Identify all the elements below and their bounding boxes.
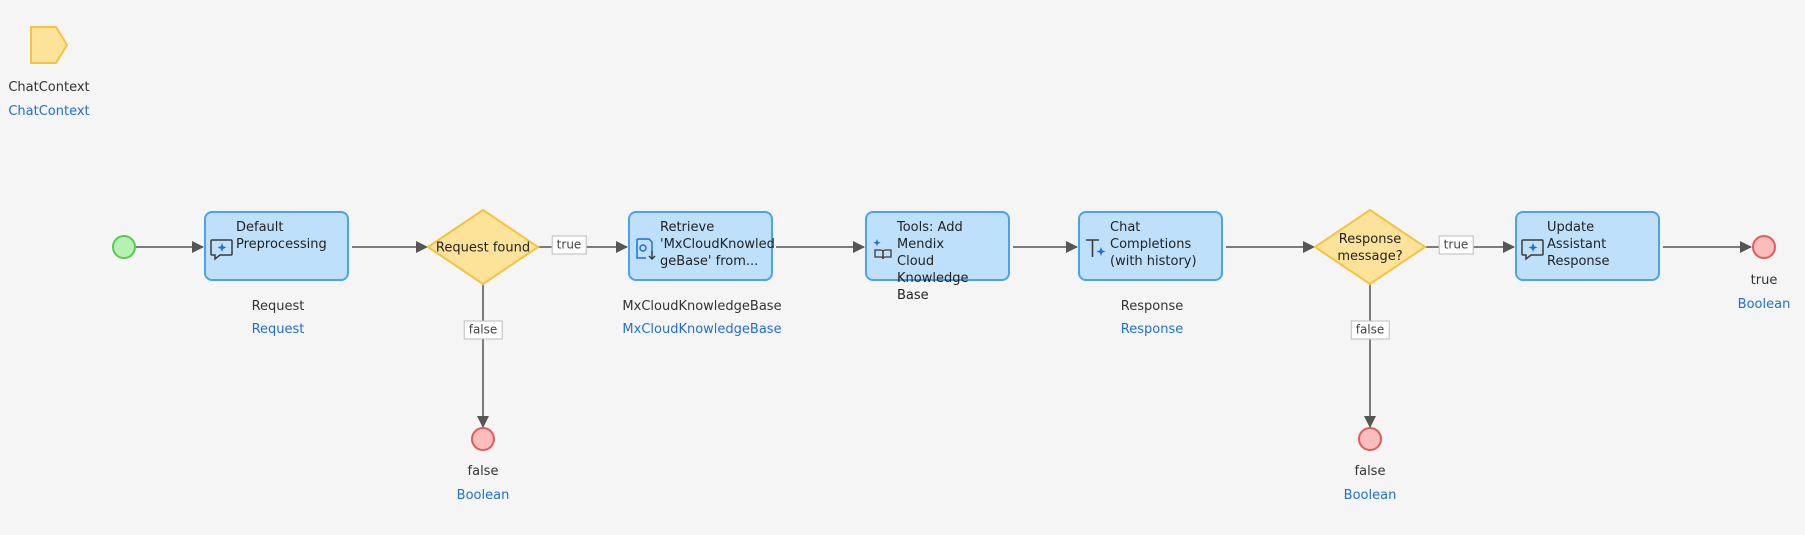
output-name-request: Request [251, 299, 305, 314]
output-type-request[interactable]: Request [251, 322, 305, 337]
flow-label-false-1[interactable]: false [463, 320, 503, 340]
activity-chat-completions[interactable]: Chat Completions (with history) [1078, 211, 1223, 281]
activity-update-assistant-response[interactable]: Update Assistant Response [1515, 211, 1660, 281]
end-true-type[interactable]: Boolean [1737, 297, 1791, 312]
chat-sparkle-icon [210, 239, 233, 261]
end-false-2-value: false [1354, 464, 1386, 479]
end-false-2-type[interactable]: Boolean [1343, 488, 1397, 503]
parameter-icon[interactable] [30, 26, 69, 64]
retrieve-icon [636, 238, 656, 261]
decision-request-found-label: Request found [435, 240, 531, 256]
end-false-1-value: false [467, 464, 499, 479]
activity-label: Retrieve 'MxCloudKnowled geBase' from... [660, 220, 775, 269]
end-true-value: true [1750, 273, 1778, 288]
end-event-true[interactable] [1752, 235, 1776, 259]
activity-tools-add-knowledge-base[interactable]: Tools: Add Mendix Cloud Knowledge Base [865, 211, 1010, 303]
chat-sparkle-icon [1521, 239, 1544, 261]
activity-default-preprocessing[interactable]: Default Preprocessing [204, 211, 349, 281]
decision-response-message[interactable] [1313, 208, 1427, 286]
decision-response-message-label: Response message? [1337, 232, 1403, 264]
decision-request-found[interactable] [426, 208, 540, 286]
activity-retrieve-knowledge-base[interactable]: Retrieve 'MxCloudKnowled geBase' from... [628, 211, 775, 281]
output-name-knowledge-base: MxCloudKnowledgeBase [622, 299, 782, 314]
flow-label-true-2[interactable]: true [1438, 235, 1474, 255]
flow-label-false-2[interactable]: false [1350, 320, 1390, 340]
output-type-knowledge-base[interactable]: MxCloudKnowledgeBase [622, 322, 782, 337]
output-type-response[interactable]: Response [1120, 322, 1184, 337]
output-name-response: Response [1120, 299, 1184, 314]
activity-label: Update Assistant Response [1547, 220, 1610, 269]
activity-label: Tools: Add Mendix Cloud Knowledge Base [897, 220, 969, 303]
end-false-1-type[interactable]: Boolean [456, 488, 510, 503]
flow-label-true-1[interactable]: true [551, 235, 587, 255]
end-event-false-1[interactable] [471, 427, 495, 451]
activity-label: Default Preprocessing [236, 220, 327, 252]
parameter-type[interactable]: ChatContext [8, 104, 90, 119]
end-event-false-2[interactable] [1358, 427, 1382, 451]
parameter-name: ChatContext [8, 80, 90, 95]
book-sparkle-icon [873, 239, 892, 260]
text-sparkle-icon [1086, 239, 1106, 257]
activity-label: Chat Completions (with history) [1110, 220, 1197, 269]
start-event[interactable] [112, 235, 136, 259]
